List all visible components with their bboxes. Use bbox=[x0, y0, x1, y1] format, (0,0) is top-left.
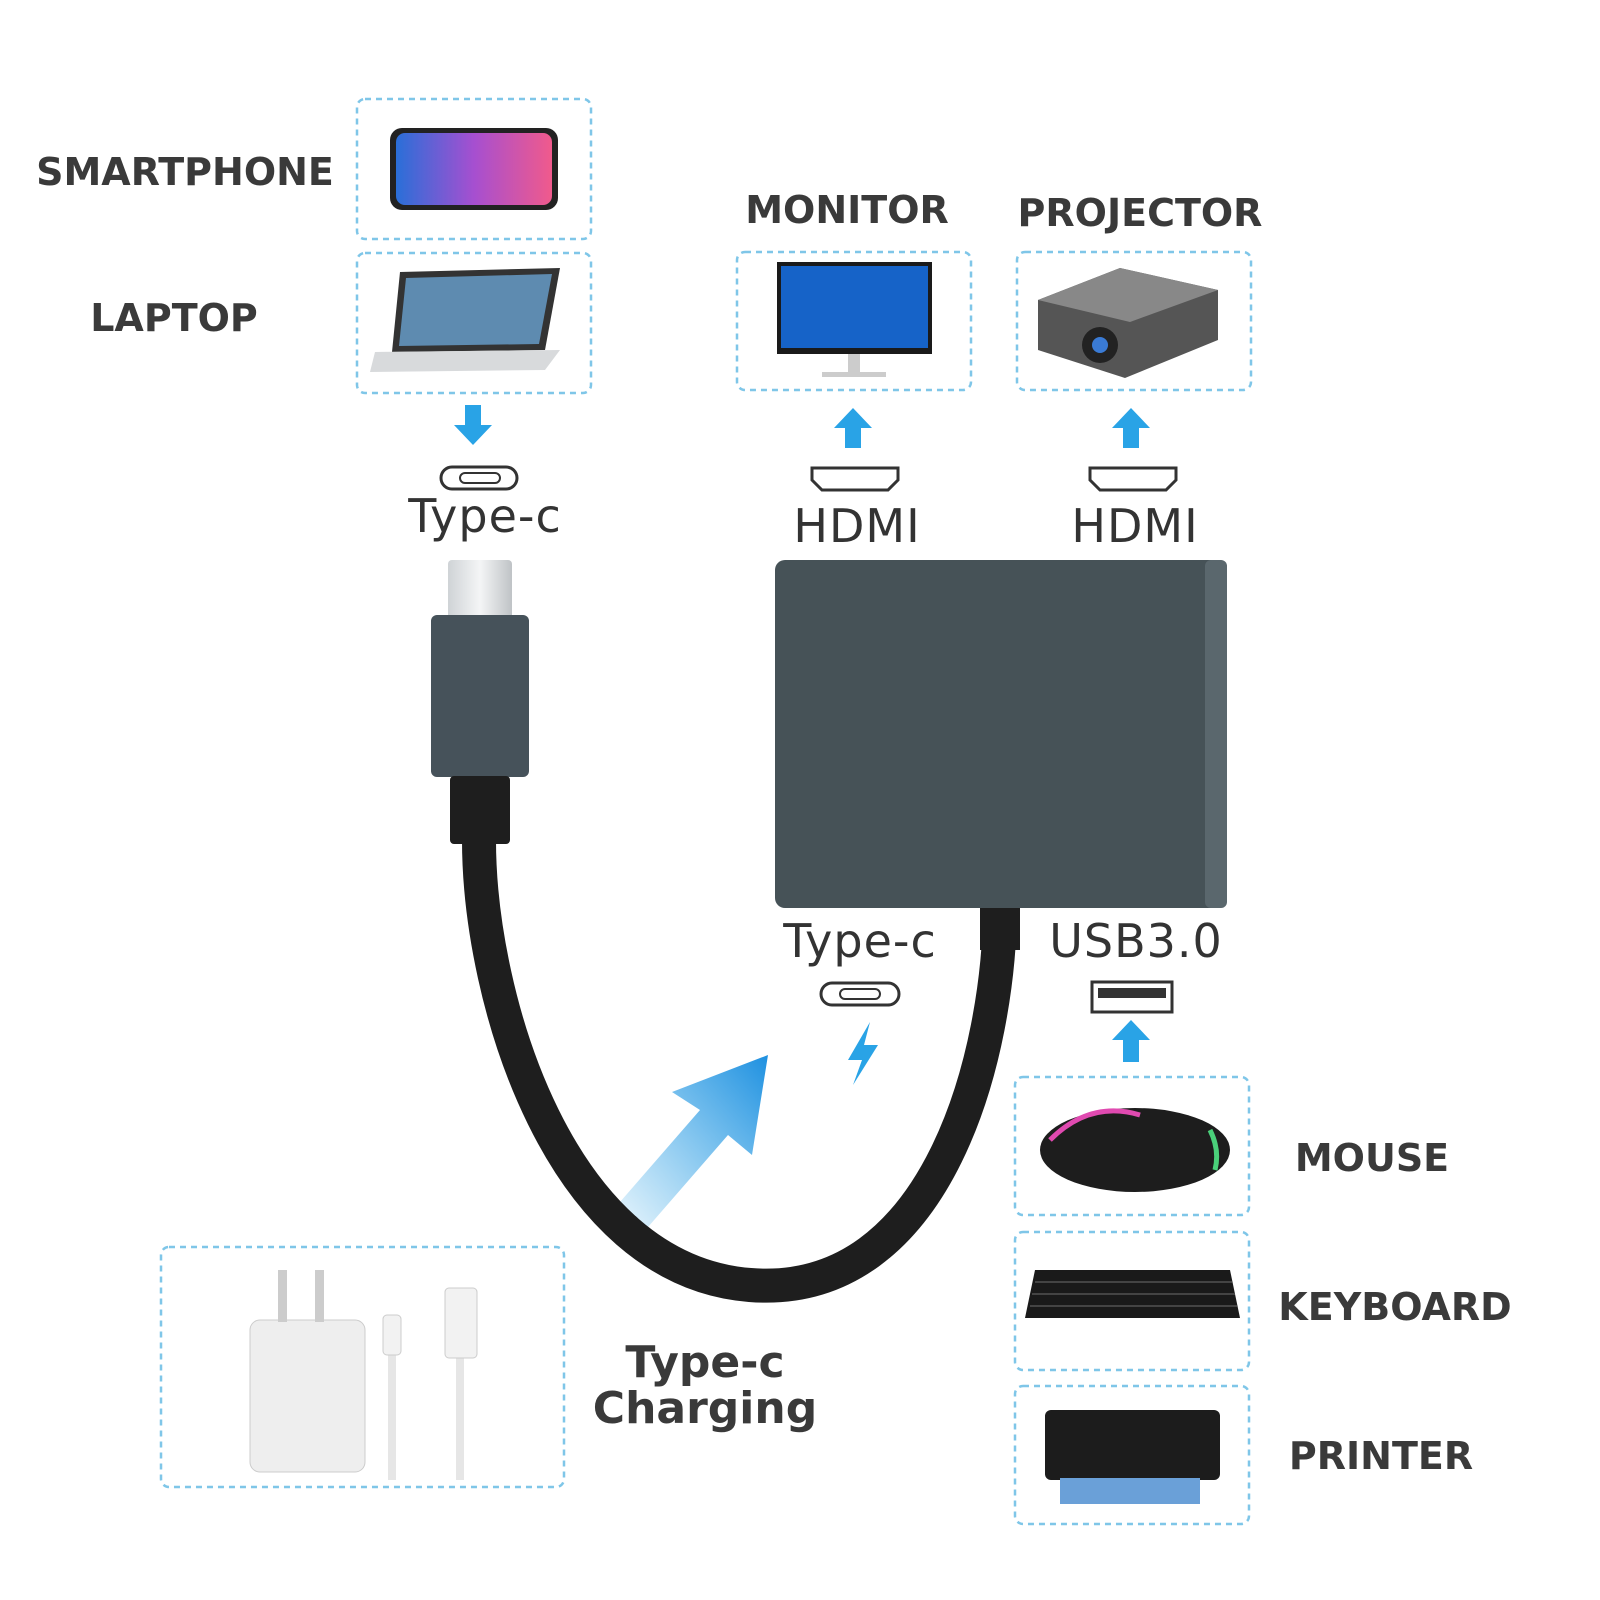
charging-label: Type-c Charging bbox=[593, 1340, 817, 1432]
monitor-image bbox=[777, 262, 932, 377]
keyboard-box bbox=[1013, 1230, 1251, 1372]
type-c-plug bbox=[431, 560, 529, 844]
usb-port-label: USB3.0 bbox=[1049, 914, 1223, 968]
hdmi-2-label: HDMI bbox=[1071, 499, 1199, 553]
printer-box bbox=[1013, 1384, 1251, 1526]
mouse-box bbox=[1013, 1075, 1251, 1217]
projector-box bbox=[1015, 250, 1253, 392]
charging-line-2: Charging bbox=[592, 1383, 818, 1434]
keyboard-label: KEYBOARD bbox=[1278, 1285, 1512, 1329]
projector-label: PROJECTOR bbox=[1017, 191, 1263, 235]
input-port-label: Type-c bbox=[408, 489, 562, 543]
hdmi-1-label: HDMI bbox=[793, 499, 921, 553]
cable bbox=[462, 839, 1017, 1303]
charging-line-1: Type-c bbox=[625, 1337, 785, 1388]
monitor-label: MONITOR bbox=[745, 188, 949, 232]
mouse-label: MOUSE bbox=[1294, 1136, 1450, 1180]
projector-image bbox=[1038, 268, 1218, 378]
keyboard-image bbox=[1025, 1270, 1240, 1318]
hdmi-port-icon bbox=[810, 466, 900, 492]
laptop-box bbox=[355, 251, 593, 395]
charging-arrow-icon bbox=[600, 1055, 768, 1250]
usb-port-icon bbox=[1090, 980, 1174, 1014]
lightning-icon bbox=[848, 1022, 878, 1085]
smartphone-box bbox=[355, 97, 593, 241]
arrow-down-icon bbox=[454, 405, 492, 445]
laptop-image bbox=[370, 268, 560, 372]
hub-body bbox=[775, 560, 1227, 908]
charger-image bbox=[249, 1270, 478, 1480]
type-c-port-icon bbox=[819, 981, 901, 1007]
printer-image bbox=[1045, 1410, 1220, 1504]
pd-port-label: Type-c bbox=[783, 914, 937, 968]
printer-label: PRINTER bbox=[1288, 1434, 1474, 1478]
arrow-up-icon bbox=[1112, 1020, 1150, 1062]
laptop-label: LAPTOP bbox=[90, 296, 258, 340]
charger-box bbox=[159, 1245, 566, 1489]
hdmi-port-icon bbox=[1088, 466, 1178, 492]
arrow-up-icon bbox=[1112, 408, 1150, 448]
smartphone-label: SMARTPHONE bbox=[36, 150, 334, 194]
smartphone-image bbox=[390, 128, 558, 210]
arrow-up-icon bbox=[834, 408, 872, 448]
mouse-image bbox=[1040, 1108, 1230, 1192]
monitor-box bbox=[735, 250, 973, 392]
type-c-port-icon bbox=[439, 465, 519, 491]
